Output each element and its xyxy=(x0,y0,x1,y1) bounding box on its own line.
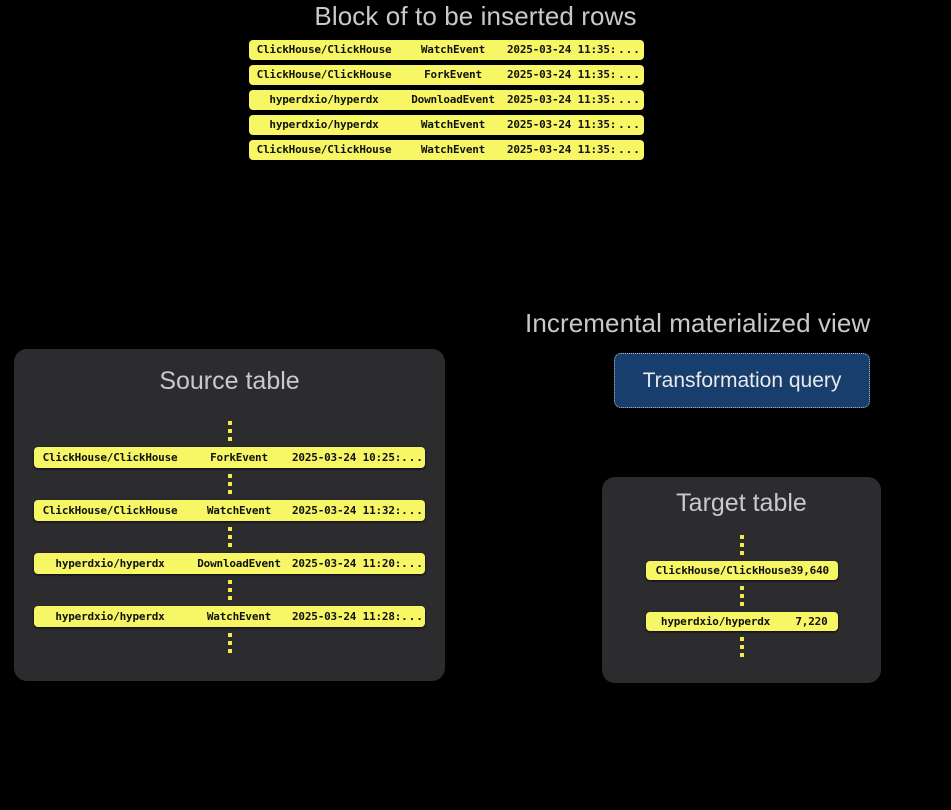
target-row-separator xyxy=(624,529,859,561)
ellipsis-dot-icon xyxy=(227,649,232,653)
cell-event: ForkEvent xyxy=(210,451,268,464)
cell-more: ... xyxy=(401,504,424,517)
table-row: hyperdxio/hyperdx WatchEvent 2025-03-24 11… xyxy=(249,115,644,135)
cell-repo: ClickHouse/ClickHouse xyxy=(256,143,392,156)
table-row: ClickHouse/ClickHouse WatchEvent 2025-03-2… xyxy=(34,500,425,521)
table-row: ClickHouse/ClickHouse WatchEvent 2025-03-2… xyxy=(249,40,644,60)
cell-timestamp: 2025-03-24 11:35:48 xyxy=(507,93,615,106)
source-table-rows: ClickHouse/ClickHouse ForkEvent 2025-03-24… xyxy=(34,415,425,659)
cell-repo: hyperdxio/hyperdx xyxy=(55,610,165,623)
ellipsis-dot-icon xyxy=(227,543,232,547)
cell-repo: hyperdxio/hyperdx xyxy=(660,615,771,628)
ellipsis-dot-icon xyxy=(227,474,232,478)
cell-more: ... xyxy=(618,118,641,131)
ellipsis-dot-icon xyxy=(227,527,232,531)
cell-event: WatchEvent xyxy=(206,610,272,623)
ellipsis-dot-icon xyxy=(739,551,744,555)
cell-count: 39,640 xyxy=(790,564,829,577)
cell-more: ... xyxy=(618,43,641,56)
cell-timestamp: 2025-03-24 11:35:44 xyxy=(507,68,615,81)
table-row: hyperdxio/hyperdx WatchEvent 2025-03-24 11… xyxy=(34,606,425,627)
cell-event: ForkEvent xyxy=(424,68,482,81)
cell-more: ... xyxy=(401,557,424,570)
cell-repo: hyperdxio/hyperdx xyxy=(269,93,379,106)
cell-more: ... xyxy=(618,143,641,156)
ellipsis-dot-icon xyxy=(227,596,232,600)
ellipsis-dot-icon xyxy=(227,437,232,441)
ellipsis-dot-icon xyxy=(227,535,232,539)
cell-more: ... xyxy=(618,93,641,106)
ellipsis-dot-icon xyxy=(227,482,232,486)
cell-event: WatchEvent xyxy=(206,504,272,517)
ellipsis-dot-icon xyxy=(739,594,744,598)
ellipsis-dot-icon xyxy=(227,588,232,592)
ellipsis-dot-icon xyxy=(739,645,744,649)
ellipsis-dot-icon xyxy=(227,641,232,645)
cell-event: WatchEvent xyxy=(420,118,486,131)
cell-repo: ClickHouse/ClickHouse xyxy=(256,68,392,81)
source-row-separator xyxy=(34,415,425,447)
cell-timestamp: 2025-03-24 11:35:54 xyxy=(507,143,615,156)
source-row-separator xyxy=(34,521,425,553)
cell-event: WatchEvent xyxy=(420,43,486,56)
source-table-title: Source table xyxy=(159,367,300,395)
cell-timestamp: 2025-03-24 11:20:12 xyxy=(292,557,400,570)
cell-timestamp: 2025-03-24 11:35:52 xyxy=(507,118,615,131)
cell-timestamp: 2025-03-24 11:35:40 xyxy=(507,43,615,56)
ellipsis-dot-icon xyxy=(739,535,744,539)
cell-timestamp: 2025-03-24 11:28:32 xyxy=(292,610,400,623)
target-table-title: Target table xyxy=(676,489,807,517)
cell-more: ... xyxy=(618,68,641,81)
transformation-query-box[interactable]: Transformation query xyxy=(614,353,870,408)
table-row: hyperdxio/hyperdx DownloadEvent 2025-03-24… xyxy=(249,90,644,110)
table-row: ClickHouse/ClickHouse ForkEvent 2025-03-24… xyxy=(34,447,425,468)
ellipsis-dot-icon xyxy=(739,543,744,547)
cell-repo: hyperdxio/hyperdx xyxy=(55,557,165,570)
target-row-separator xyxy=(624,631,859,663)
table-row: hyperdxio/hyperdx DownloadEvent 2025-03-24… xyxy=(34,553,425,574)
materialized-view-title: Incremental materialized view xyxy=(525,308,871,338)
table-row: ClickHouse/ClickHouse ForkEvent 2025-03-24… xyxy=(249,65,644,85)
ellipsis-dot-icon xyxy=(227,490,232,494)
block-section-title: Block of to be inserted rows xyxy=(314,1,637,31)
ellipsis-dot-icon xyxy=(227,580,232,584)
cell-timestamp: 2025-03-24 10:25:00 xyxy=(292,451,400,464)
ellipsis-dot-icon xyxy=(739,637,744,641)
ellipsis-dot-icon xyxy=(739,653,744,657)
source-row-separator xyxy=(34,468,425,500)
cell-more: ... xyxy=(401,451,424,464)
table-row: ClickHouse/ClickHouse WatchEvent 2025-03-2… xyxy=(249,140,644,160)
source-table-panel: Source table ClickHouse/ClickHouse ForkEv… xyxy=(14,349,445,681)
ellipsis-dot-icon xyxy=(227,633,232,637)
cell-repo: ClickHouse/ClickHouse xyxy=(42,451,178,464)
cell-event: DownloadEvent xyxy=(197,557,281,570)
cell-timestamp: 2025-03-24 11:32:54 xyxy=(292,504,400,517)
table-row: hyperdxio/hyperdx 7,220 xyxy=(645,612,838,631)
source-row-separator xyxy=(34,574,425,606)
cell-repo: hyperdxio/hyperdx xyxy=(269,118,379,131)
cell-repo: ClickHouse/ClickHouse xyxy=(256,43,392,56)
ellipsis-dot-icon xyxy=(739,586,744,590)
cell-event: DownloadEvent xyxy=(411,93,495,106)
source-row-separator xyxy=(34,627,425,659)
ellipsis-dot-icon xyxy=(227,429,232,433)
ellipsis-dot-icon xyxy=(739,602,744,606)
cell-count: 7,220 xyxy=(795,615,828,628)
cell-more: ... xyxy=(401,610,424,623)
target-row-separator xyxy=(624,580,859,612)
cell-repo: ClickHouse/ClickHouse xyxy=(42,504,178,517)
ellipsis-dot-icon xyxy=(227,421,232,425)
cell-event: WatchEvent xyxy=(420,143,486,156)
cell-repo: ClickHouse/ClickHouse xyxy=(655,564,791,577)
